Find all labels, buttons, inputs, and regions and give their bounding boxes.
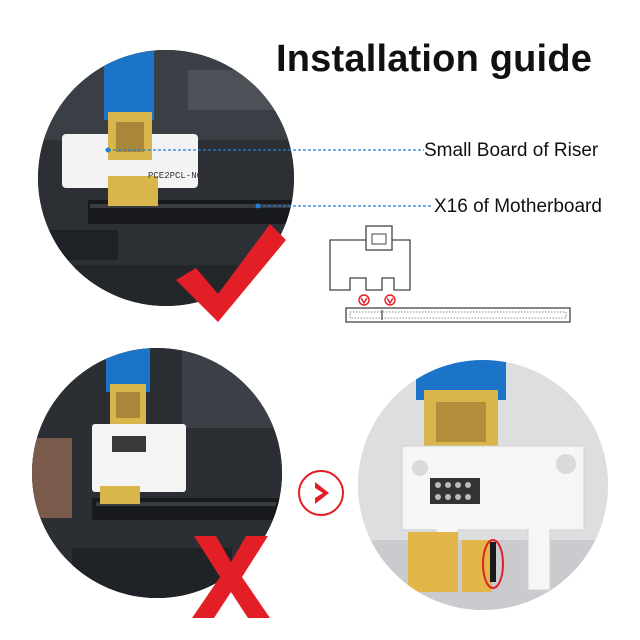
checkmark-icon <box>176 224 286 322</box>
arrow-right-icon <box>298 470 344 516</box>
page-title: Installation guide <box>276 38 593 80</box>
board-text: PCE2PCL-N08 <box>148 171 207 181</box>
riser-slot-diagram <box>329 225 571 323</box>
small-board-label: Small Board of Riser <box>424 140 599 161</box>
cross-icon <box>192 536 270 618</box>
closeup-photo <box>358 360 608 610</box>
wrong-install-photo <box>32 348 282 598</box>
x16-label: X16 of Motherboard <box>434 196 602 217</box>
notch-highlight <box>482 539 504 589</box>
